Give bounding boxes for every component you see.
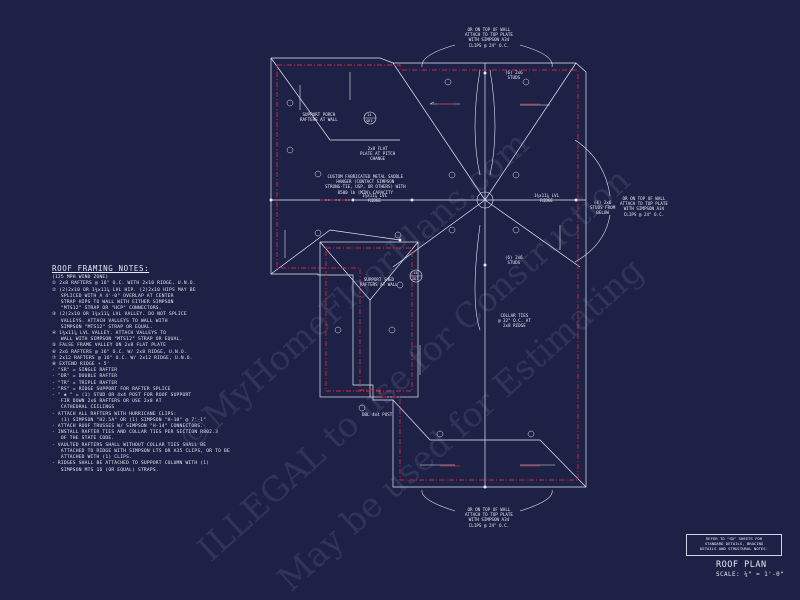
callout-post: DBL 4x4 POST xyxy=(362,412,393,417)
note-line: OF THE STATE CODE. xyxy=(52,436,115,442)
note-line: - "DR" = DOUBLE RAFTER xyxy=(52,374,118,380)
plan-title: ROOF PLAN xyxy=(716,560,767,570)
note-line: ⑦ 2x12 RAFTERS @ 16" O.C. W/ 2x12 RIDGE,… xyxy=(52,355,193,361)
note-line: SPLICED WITH A 4'-0" OVERLAP AT CENTER xyxy=(52,293,174,299)
note-line: ② (2)2x10 OR 1¾x11⅞ LVL HIP. (2)2x10 HIP… xyxy=(52,287,196,293)
note-line: - " ✱ " = (1) STUD OR 4x4 POST FOR ROOF … xyxy=(52,393,192,399)
notes-title: ROOF FRAMING NOTES: xyxy=(52,264,150,273)
note-line: WALL WITH SIMPSON "MTS12" STRAP OR EQUAL… xyxy=(52,337,183,343)
note-line: (125 MPH WIND ZONE) xyxy=(52,275,109,281)
note-line: "MTS12" STRAP OR "HCP" CONNECTORS. xyxy=(52,306,162,312)
note-line: CATHEDRAL CEILINGS xyxy=(52,405,115,411)
wall-line xyxy=(276,64,579,481)
note-line: ATTACHED TO RIDGE WITH SIMPSON LTS OR A3… xyxy=(52,448,230,454)
note-line: - ATTACH ALL RAFTERS WITH HURRICANE CLIP… xyxy=(52,411,177,417)
note-line: ① 2x8 RAFTERS @ 16" O.C. WITH 2x10 RIDGE… xyxy=(52,281,196,287)
note-line: STRAP HIPS TO WALL WITH EITHER SIMPSON xyxy=(52,300,174,306)
roof-framing-notes: ROOF FRAMING NOTES: (125 MPH WIND ZONE)①… xyxy=(52,264,252,474)
note-line: - "TR" = TRIPLE RAFTER xyxy=(52,380,118,386)
note-line: - "SR" = SINGLE RAFTER xyxy=(52,368,118,374)
note-line: - "RS" = RIDGE SUPPORT FOR RAFTER SPLICE xyxy=(52,386,171,392)
note-line: ⑧ EXTEND RIDGE + 5' xyxy=(52,362,110,368)
note-line: FIR DOWN 2x6 RAFTERS OR USE 2x8 AT xyxy=(52,399,162,405)
note-line: ⑤ FALSE FRAME VALLEY ON 2x8 FLAT PLATE xyxy=(52,343,167,349)
note-line: - VAULTED RAFTERS SHALL WITHOUT COLLAR T… xyxy=(52,442,207,448)
note-line: ③ (2)2x10 OR 1¾x11⅞ LVL VALLEY. DO NOT S… xyxy=(52,312,187,318)
note-line: SIMPSON MTS 16 (OR EQUAL) STRAPS. xyxy=(52,467,159,473)
note-line: (1) SIMPSON "H2.5A" OR (1) SIMPSON "H-10… xyxy=(52,417,207,423)
note-line: - INSTALL RAFTER TIES AND COLLAR TIES PE… xyxy=(52,430,219,436)
note-line: ATTACHED WITH (1) CLIPS. xyxy=(52,455,133,461)
plan-scale: SCALE: ¼" = 1'-0" xyxy=(716,571,785,578)
roof-outline xyxy=(270,57,587,488)
note-line: VALLEYS. ATTACH VALLEYS TO WALL WITH xyxy=(52,318,168,324)
note-line: - RIDGES SHALL BE ATTACHED TO SUPPORT CO… xyxy=(52,461,210,467)
porch-outline xyxy=(319,241,419,398)
note-line: ⑥ 2x6 RAFTERS @ 16" O.C. W/ 2x8 RIDGE, U… xyxy=(52,349,187,355)
note-line: ④ 1¾x11⅞ LVL VALLEY. ATTACH VALLEYS TO xyxy=(52,331,167,337)
note-line: SIMPSON "MTS12" STRAP OR EQUAL. xyxy=(52,324,153,330)
note-line: - ATTACH ROOF TRUSSES W/ SIMPSON "H-14" … xyxy=(52,424,204,430)
